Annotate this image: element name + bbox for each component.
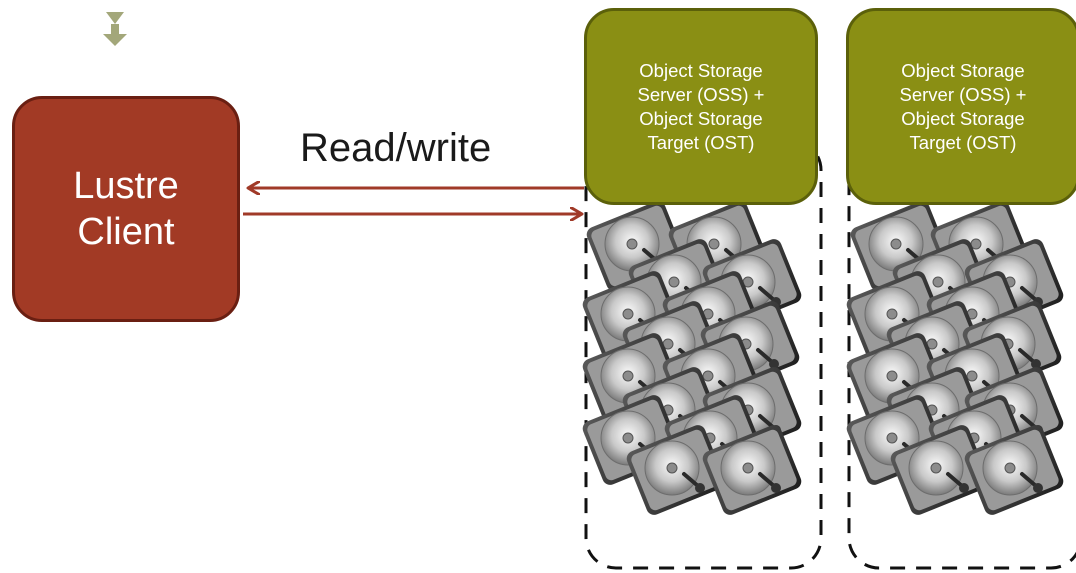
oss-ost-node-2: Object Storage Server (OSS) + Object Sto… bbox=[846, 8, 1076, 205]
lustre-client-node: Lustre Client bbox=[12, 96, 240, 322]
oss-ost-label-1: Object Storage Server (OSS) + Object Sto… bbox=[637, 59, 765, 153]
lustre-client-label: Lustre Client bbox=[73, 165, 179, 253]
hard-drive-stack-1 bbox=[578, 196, 806, 520]
oss-ost-node-1: Object Storage Server (OSS) + Object Sto… bbox=[584, 8, 818, 205]
chevron-down-icon[interactable] bbox=[103, 12, 127, 46]
oss-ost-label-2: Object Storage Server (OSS) + Object Sto… bbox=[899, 59, 1027, 153]
hard-drive-stack-2 bbox=[842, 196, 1068, 520]
read-write-label: Read/write bbox=[300, 126, 492, 170]
